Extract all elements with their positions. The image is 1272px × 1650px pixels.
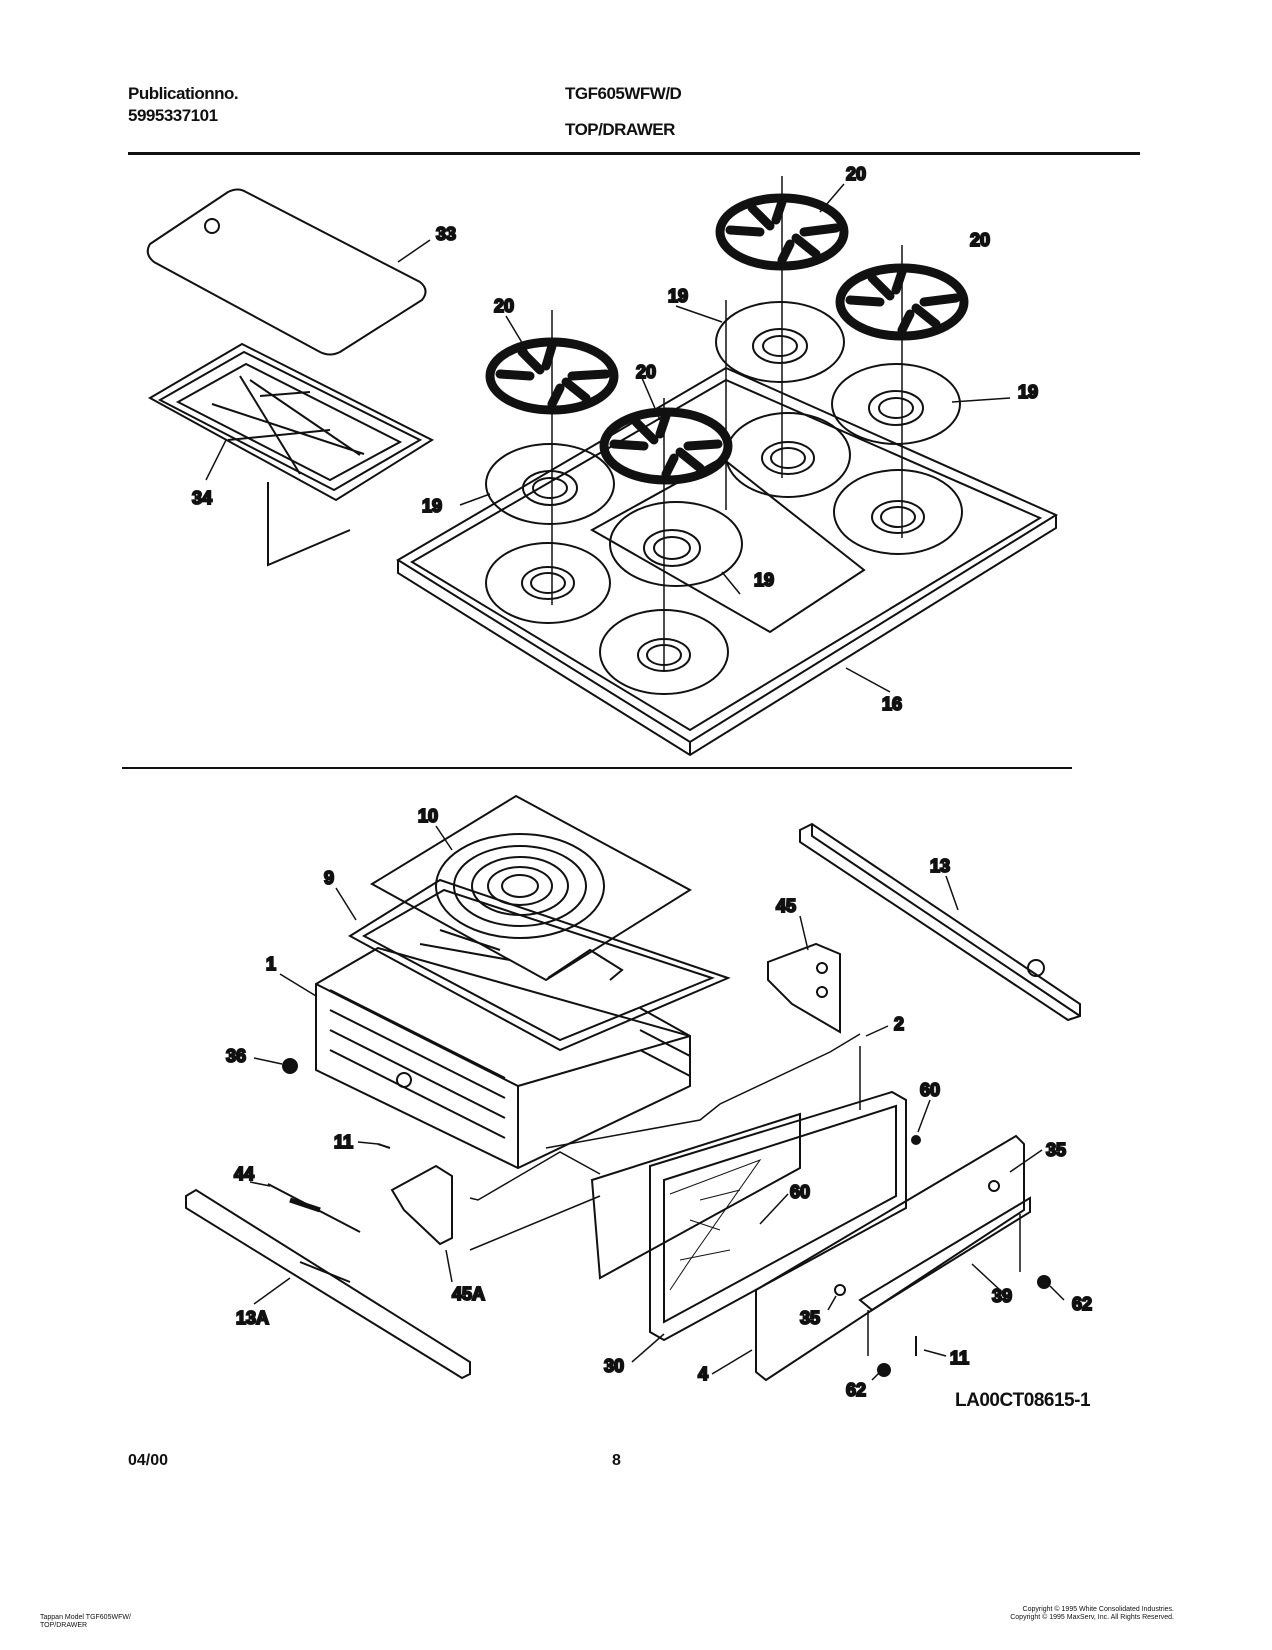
bracket-left-part <box>390 1164 453 1246</box>
callout-45: 45 <box>776 896 796 916</box>
callout-34: 34 <box>192 488 212 508</box>
callout-33: 33 <box>436 224 456 244</box>
burner-bowl-parts <box>485 301 961 587</box>
alignment-lines-top <box>551 176 903 672</box>
footer-date: 04/00 <box>128 1452 169 1469</box>
model-number: TGF605WFW/D <box>565 84 682 103</box>
callout-13: 13 <box>930 856 950 876</box>
bracket-part <box>767 942 841 1034</box>
callout-13a: 13A <box>236 1308 269 1328</box>
callout-62: 62 <box>846 1380 866 1400</box>
section-divider <box>122 767 1072 769</box>
copyright-line: Copyright © 1995 White Consolidated Indu… <box>1022 1606 1174 1613</box>
callout-44: 44 <box>234 1164 254 1184</box>
top-callout-leaders <box>205 183 1011 693</box>
callout-20: 20 <box>970 230 990 250</box>
callout-35: 35 <box>1046 1140 1066 1160</box>
frame-part <box>348 878 731 1052</box>
drawer-callout-leaders <box>249 825 1065 1381</box>
fastener-parts <box>282 1058 1051 1377</box>
callout-19: 19 <box>668 286 688 306</box>
copyright-line: Copyright © 1995 MaxServ, Inc. All Right… <box>1010 1614 1174 1621</box>
page-number: 8 <box>612 1452 621 1469</box>
callout-10: 10 <box>418 806 438 826</box>
callout-62: 62 <box>1072 1294 1092 1314</box>
slide-rail-right-part <box>799 822 1081 1022</box>
footer-copyright: Copyright © 1995 White Consolidated Indu… <box>1010 1606 1174 1622</box>
footer-left-note-line: Tappan Model TGF605WFW/ <box>40 1614 131 1621</box>
callout-16: 16 <box>882 694 902 714</box>
callout-35: 35 <box>800 1308 820 1328</box>
callout-30: 30 <box>604 1356 624 1376</box>
callout-2: 2 <box>894 1014 904 1034</box>
footer-left-note: Tappan Model TGF605WFW/ TOP/DRAWER <box>40 1614 131 1630</box>
drawer-body-part <box>315 946 691 1170</box>
callout-20: 20 <box>494 296 514 316</box>
publication-number: 5995337101 <box>128 106 218 125</box>
burner-grate-parts <box>485 193 969 485</box>
callout-9: 9 <box>324 868 334 888</box>
cooktop-main-top-part <box>396 366 1059 757</box>
callout-60: 60 <box>790 1182 810 1202</box>
callout-20: 20 <box>846 164 866 184</box>
callout-39: 39 <box>992 1286 1012 1306</box>
callout-60: 60 <box>920 1080 940 1100</box>
footer-left-note-line: TOP/DRAWER <box>40 1622 88 1629</box>
element-pan-part <box>370 794 692 982</box>
alignment-lines-drawer <box>469 1033 1021 1356</box>
drawer-front-part <box>590 1090 907 1342</box>
callout-45a: 45A <box>452 1284 485 1304</box>
callout-19: 19 <box>754 570 774 590</box>
drawing-id: LA00CT08615-1 <box>955 1390 1091 1411</box>
header-rule <box>128 152 1140 155</box>
slide-rail-left-part <box>185 1188 471 1380</box>
publication-label: Publicationno. <box>128 84 239 103</box>
callout-19: 19 <box>1018 382 1038 402</box>
callout-19: 19 <box>422 496 442 516</box>
callout-36: 36 <box>226 1046 246 1066</box>
callout-11: 11 <box>950 1348 969 1368</box>
callout-4: 4 <box>698 1364 708 1384</box>
section-title: TOP/DRAWER <box>565 120 675 139</box>
griddle-tray-part <box>147 342 435 567</box>
front-panel-part <box>755 1134 1031 1382</box>
callout-11: 11 <box>334 1132 353 1152</box>
griddle-cover-part <box>146 188 427 356</box>
callout-20: 20 <box>636 362 656 382</box>
callout-1: 1 <box>266 954 276 974</box>
pin-part <box>267 1183 361 1233</box>
